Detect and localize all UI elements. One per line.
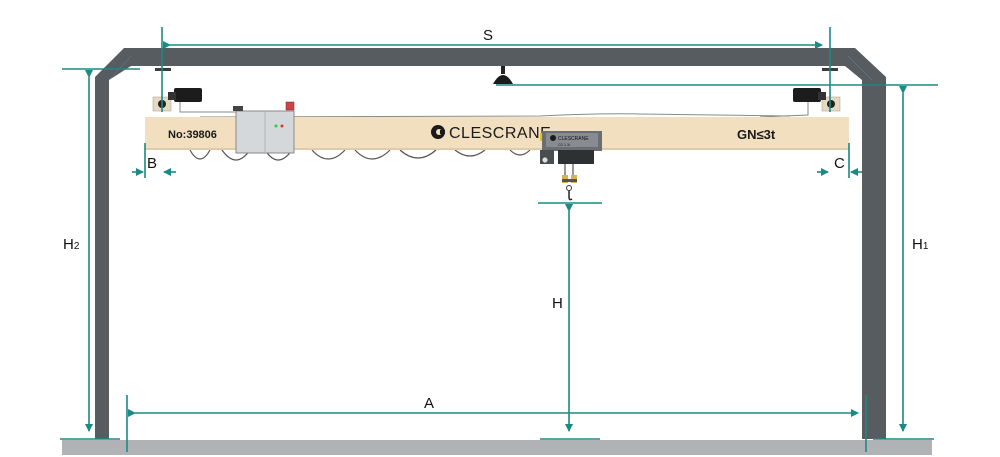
building-frame [95, 48, 886, 439]
beam-serial-number: No:39806 [168, 129, 217, 141]
rail-height-label: H1 [912, 236, 929, 253]
ceiling-lamp [493, 66, 513, 84]
brand-name: CLESCRANE [449, 125, 551, 142]
right-clearance-label: C [834, 155, 845, 172]
left-end-truck [152, 88, 240, 113]
rail-span-label: A [424, 395, 434, 412]
hoist-model: CD 1.3t [558, 143, 570, 147]
building-height-label: H2 [63, 236, 80, 253]
messenger-wire [199, 113, 791, 118]
electrical-cabinet [233, 101, 295, 154]
rail-height-letter: H [912, 236, 923, 253]
span-label: S [483, 27, 493, 44]
hoist-brand: CLESCRANE [558, 136, 589, 142]
brand-logo: CLESCRANE [431, 125, 551, 142]
girder-shadow [145, 148, 849, 150]
left-clearance-label: B [147, 155, 157, 172]
beam-capacity: GN≤3t [737, 127, 776, 142]
left-rail-pad [155, 68, 171, 71]
lift-height-label: H [552, 295, 563, 312]
electric-hoist: CLESCRANE CD 1.3t [540, 131, 602, 201]
building-height-letter: H [63, 236, 74, 253]
right-end-truck [759, 88, 841, 118]
frame-inner-edge [109, 56, 872, 439]
building-height-subscript: 2 [74, 241, 80, 252]
rail-height-subscript: 1 [923, 241, 929, 252]
hook-icon [568, 191, 573, 201]
floor [62, 440, 932, 455]
